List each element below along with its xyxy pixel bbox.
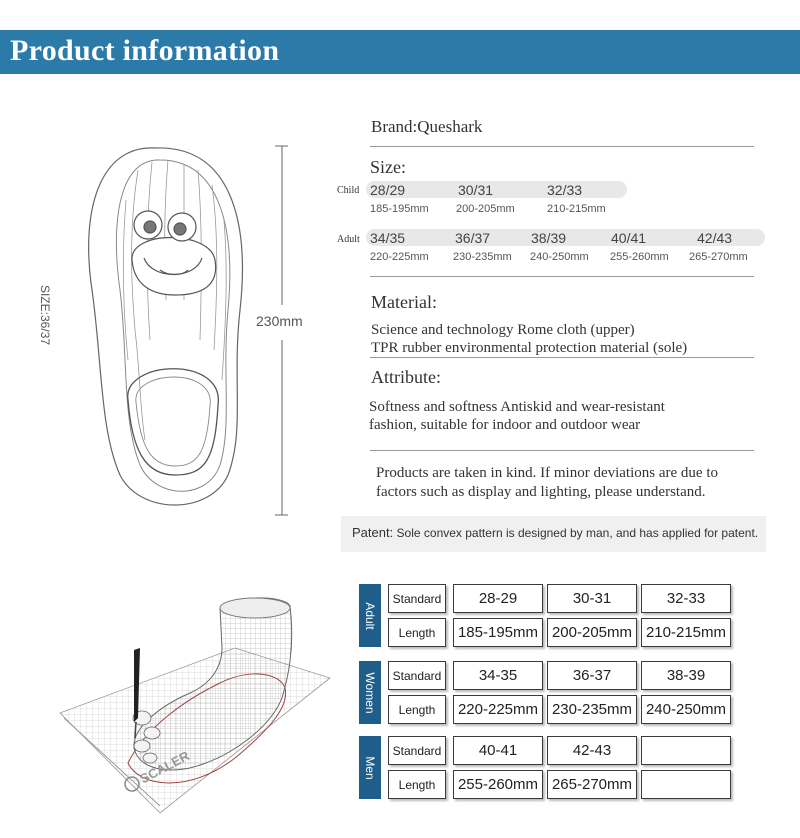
divider (370, 450, 754, 451)
page-title: Product information (10, 34, 280, 67)
group-label-adult: Adult (359, 584, 381, 647)
insole-size-label: SIZE:36/37 (38, 285, 52, 346)
standard-cell: 36-37 (547, 661, 637, 690)
child-size-pill (366, 181, 627, 198)
length-dimension-label: 230mm (256, 313, 303, 329)
patent-text: Sole convex pattern is designed by man, … (396, 526, 759, 540)
standard-cell: 28-29 (453, 584, 543, 613)
child-size: 28/29 (370, 182, 406, 198)
header-banner: Product information (0, 30, 800, 74)
insole-illustration: 230mm (88, 145, 303, 516)
size-heading: Size: (370, 157, 406, 177)
child-size: 32/33 (547, 182, 583, 198)
standard-cell: 38-39 (641, 661, 731, 690)
adult-size-pill (366, 229, 765, 246)
length-cell: 265-270mm (547, 770, 637, 799)
material-line: TPR rubber environmental protection mate… (371, 340, 688, 356)
group-label-women: Women (359, 661, 381, 724)
adult-size: 36/37 (455, 230, 491, 246)
group-name: Men (363, 755, 377, 780)
adult-length: 265-270mm (689, 251, 748, 263)
material-heading: Material: (371, 292, 437, 312)
child-length: 210-215mm (547, 203, 606, 215)
material-line: Science and technology Rome cloth (upper… (371, 322, 635, 338)
standard-cell: 32-33 (641, 584, 731, 613)
length-cell: 240-250mm (641, 695, 731, 724)
group-name: Women (363, 671, 377, 714)
length-cell: 255-260mm (453, 770, 543, 799)
adult-size: 38/39 (531, 230, 567, 246)
patent-label: Patent: (352, 525, 394, 540)
child-length: 185-195mm (370, 203, 429, 215)
child-length: 200-205mm (456, 203, 515, 215)
frog-face (131, 210, 217, 296)
divider (370, 357, 754, 358)
attribute-line: Softness and softness Antiskid and wear-… (369, 399, 665, 415)
divider (370, 276, 754, 277)
length-row-header: Length (388, 618, 446, 647)
group-label-men: Men (359, 736, 381, 799)
attribute-line: fashion, suitable for indoor and outdoor… (369, 417, 641, 433)
length-cell: 185-195mm (453, 618, 543, 647)
group-name: Adult (363, 601, 377, 630)
length-cell: 200-205mm (547, 618, 637, 647)
adult-length: 220-225mm (370, 251, 429, 263)
notice-line: Products are taken in kind. If minor dev… (376, 465, 718, 481)
notice-line: factors such as display and lighting, pl… (376, 484, 706, 500)
adult-length: 255-260mm (610, 251, 669, 263)
length-row-header: Length (388, 770, 446, 799)
foot-measurement-illustration: SCALER (59, 597, 331, 814)
brand-label: Brand:Queshark (371, 117, 483, 136)
standard-cell: 40-41 (453, 736, 543, 765)
length-cell: 210-215mm (641, 618, 731, 647)
attribute-heading: Attribute: (371, 367, 441, 387)
length-cell (641, 770, 731, 799)
standard-cell: 34-35 (453, 661, 543, 690)
patent-notice: Patent: Sole convex pattern is designed … (341, 516, 766, 552)
length-cell: 230-235mm (547, 695, 637, 724)
standard-cell: 42-43 (547, 736, 637, 765)
standard-row-header: Standard (388, 661, 446, 690)
standard-cell: 30-31 (547, 584, 637, 613)
adult-tag: Adult (337, 234, 360, 245)
adult-length: 230-235mm (453, 251, 512, 263)
child-tag: Child (337, 185, 360, 196)
standard-row-header: Standard (388, 584, 446, 613)
divider (370, 146, 754, 147)
standard-row-header: Standard (388, 736, 446, 765)
adult-size: 40/41 (611, 230, 647, 246)
adult-size: 42/43 (697, 230, 733, 246)
standard-cell (641, 736, 731, 765)
length-row-header: Length (388, 695, 446, 724)
adult-length: 240-250mm (530, 251, 589, 263)
adult-size: 34/35 (370, 230, 406, 246)
length-cell: 220-225mm (453, 695, 543, 724)
child-size: 30/31 (458, 182, 494, 198)
